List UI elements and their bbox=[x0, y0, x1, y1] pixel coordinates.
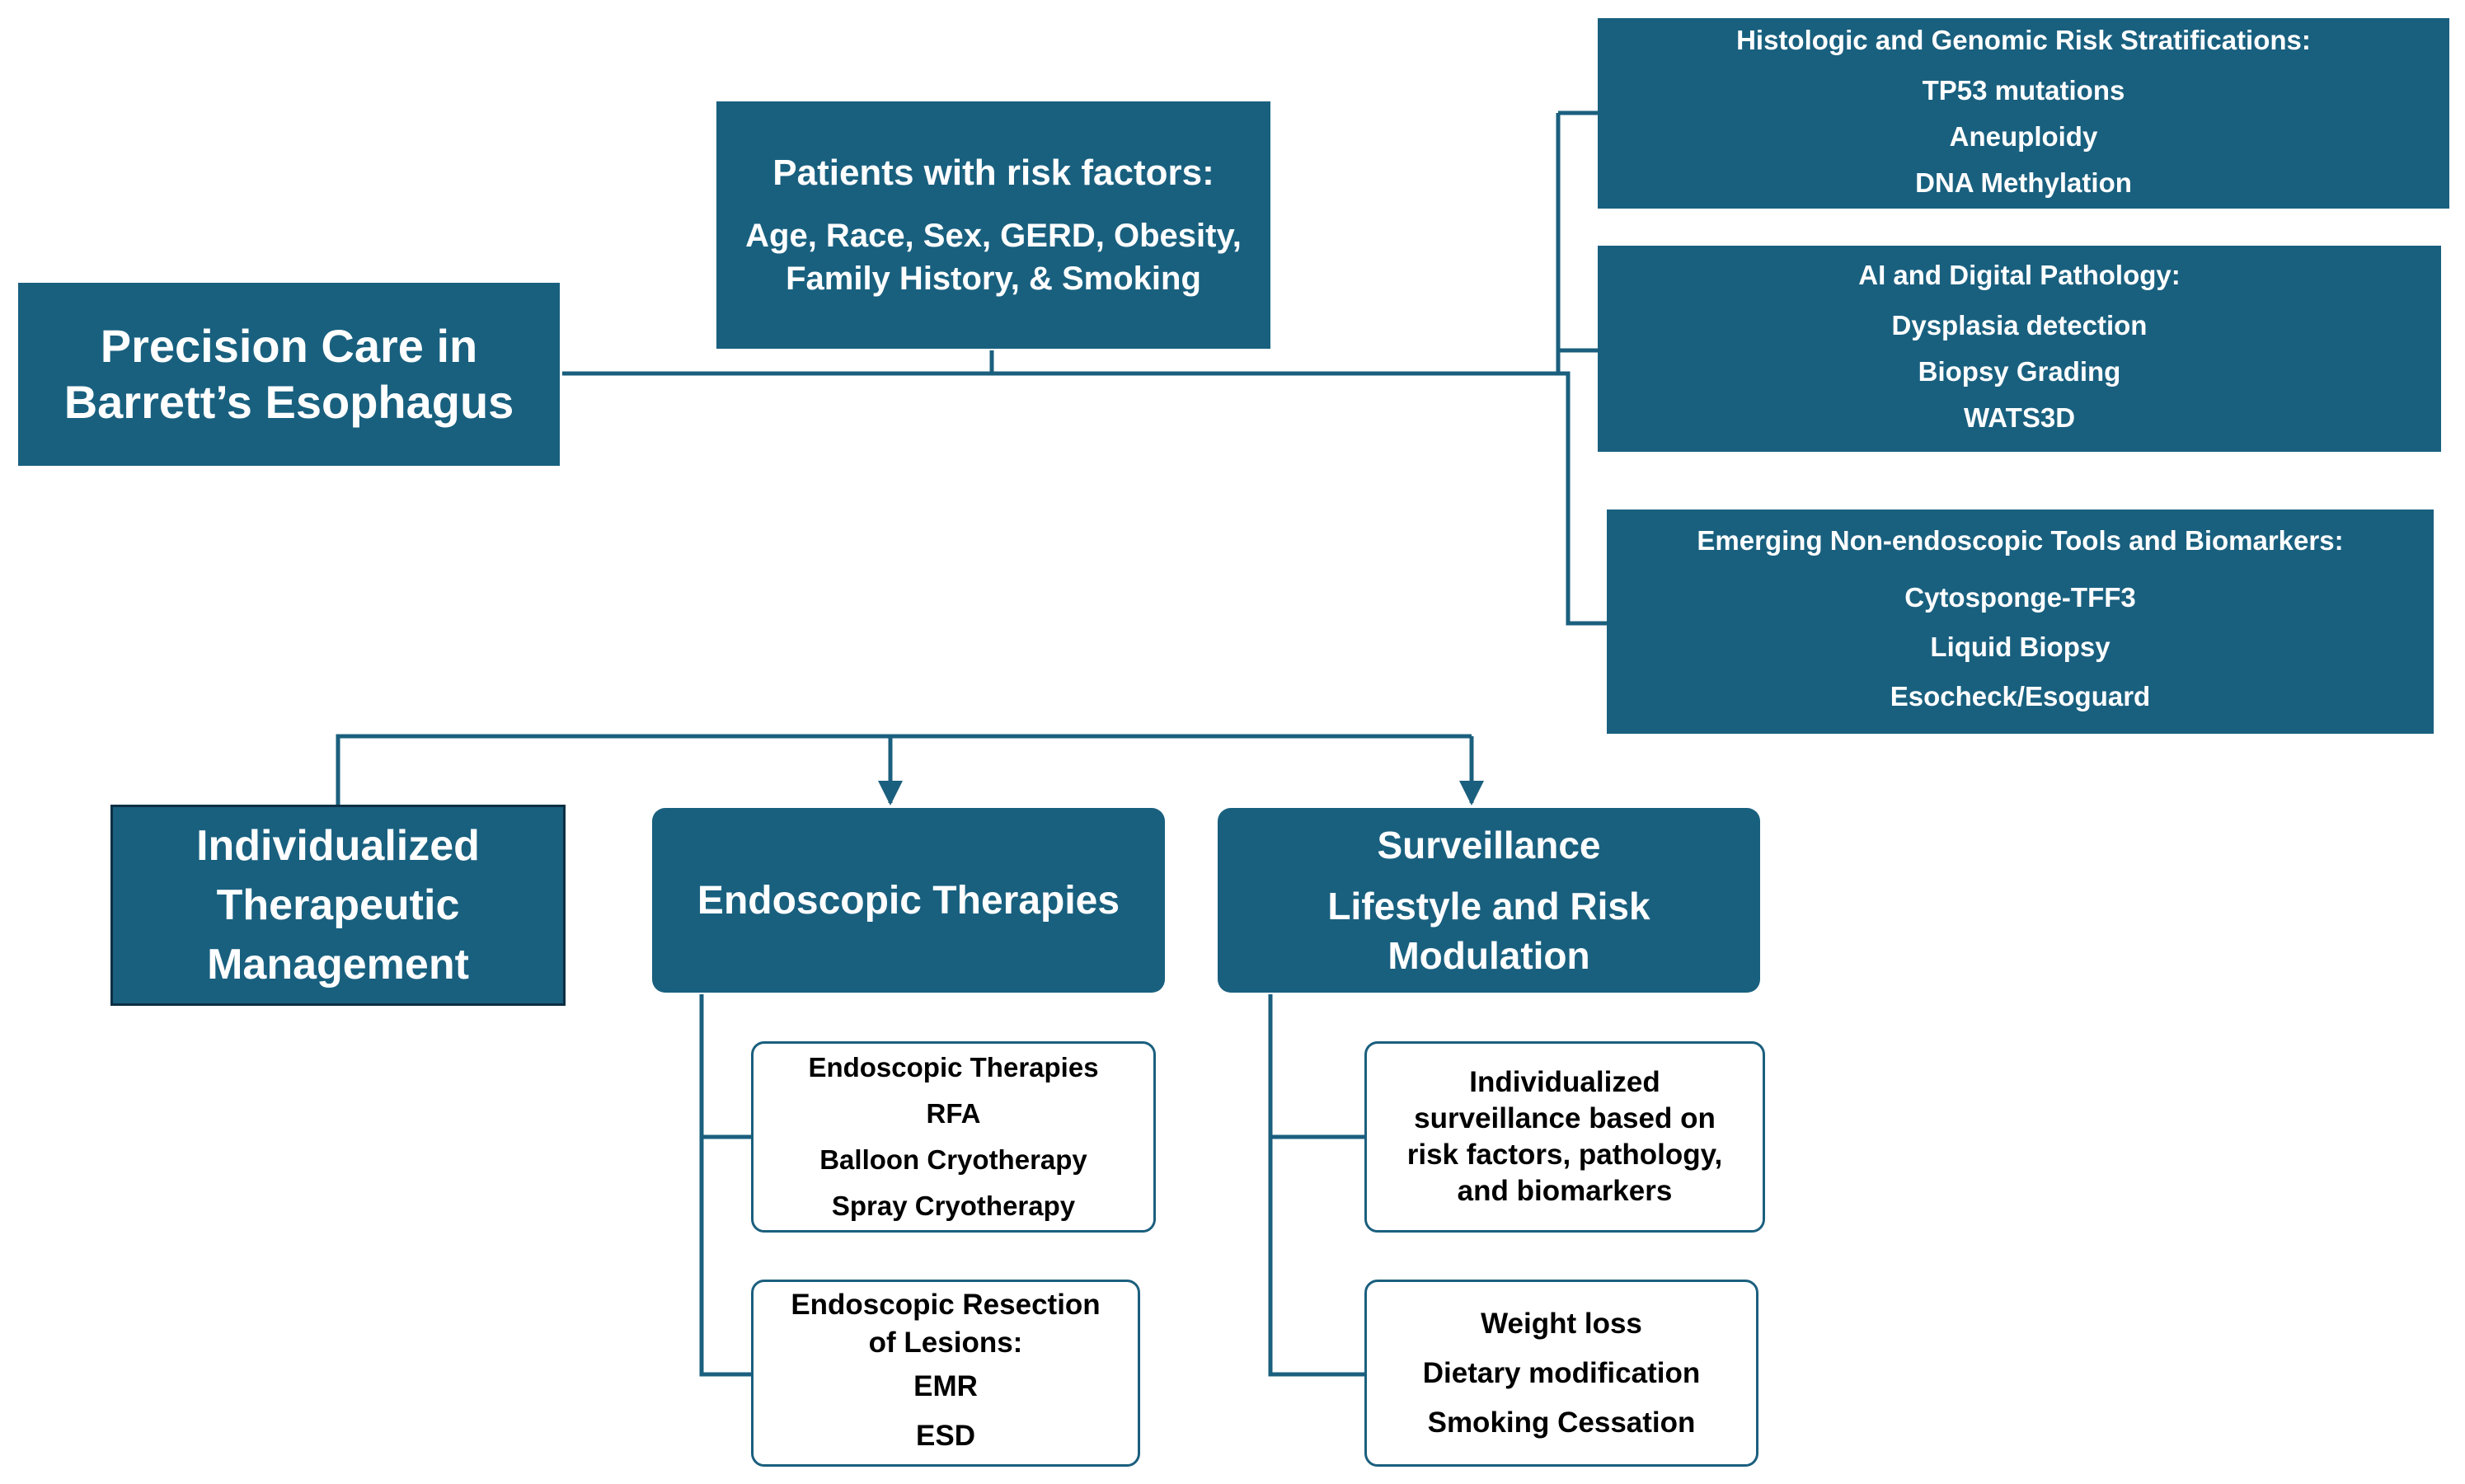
endoscopic-resection-item: EMR bbox=[913, 1369, 978, 1402]
histologic-genomic-item: Aneuploidy bbox=[1949, 120, 2098, 152]
endoscopic-resection-title: of Lesions: bbox=[868, 1326, 1023, 1359]
histologic-genomic-title: Histologic and Genomic Risk Stratificati… bbox=[1736, 24, 2311, 55]
ai-pathology-item: Dysplasia detection bbox=[1891, 310, 2148, 340]
precision-care-box: Precision Care in Barrett’s Esophagus bbox=[18, 283, 560, 466]
individualized-surveillance-line: Individualized bbox=[1469, 1066, 1660, 1098]
risk-factors-line: Age, Race, Sex, GERD, Obesity, bbox=[745, 218, 1242, 254]
risk-factors-box: Patients with risk factors: Age, Race, S… bbox=[716, 101, 1270, 349]
therapy-list-item: RFA bbox=[926, 1098, 981, 1129]
emerging-tools-item: Cytosponge-TFF3 bbox=[1904, 582, 2136, 613]
surveillance-tree-line bbox=[1268, 994, 1364, 1377]
lifestyle-item: Dietary modification bbox=[1422, 1356, 1701, 1389]
therapeutic-management-box: Individualized Therapeutic Management bbox=[110, 805, 566, 1006]
ai-pathology-box: AI and Digital Pathology: Dysplasia dete… bbox=[1598, 246, 2441, 452]
therapy-list-box: Endoscopic Therapies RFA Balloon Cryothe… bbox=[751, 1041, 1156, 1233]
histologic-genomic-item: DNA Methylation bbox=[1915, 167, 2132, 198]
endoscopic-therapies-title: Endoscopic Therapies bbox=[697, 878, 1120, 923]
precision-care-line: Precision Care in bbox=[100, 320, 478, 372]
surveillance-box: Surveillance Lifestyle and Risk Modulati… bbox=[1218, 808, 1760, 993]
endoscopic-resection-box: Endoscopic Resection of Lesions: EMR ESD bbox=[751, 1280, 1140, 1467]
histologic-genomic-item: TP53 mutations bbox=[1922, 74, 2125, 106]
individualized-surveillance-line: and biomarkers bbox=[1457, 1175, 1673, 1207]
therapy-list-item: Balloon Cryotherapy bbox=[819, 1144, 1087, 1175]
therapeutic-management-line: Management bbox=[207, 941, 469, 989]
emerging-tools-item: Liquid Biopsy bbox=[1930, 632, 2111, 662]
endoscopic-tree-line bbox=[699, 994, 751, 1377]
emerging-tools-item: Esocheck/Esoguard bbox=[1890, 681, 2151, 711]
lifestyle-item: Smoking Cessation bbox=[1427, 1406, 1696, 1439]
surveillance-line: Modulation bbox=[1387, 934, 1590, 977]
risk-factors-line: Family History, & Smoking bbox=[786, 261, 1201, 297]
surveillance-line: Lifestyle and Risk bbox=[1327, 885, 1650, 928]
risk-factors-title: Patients with risk factors: bbox=[772, 153, 1214, 193]
lifestyle-item: Weight loss bbox=[1481, 1307, 1642, 1340]
emerging-panel-connector bbox=[1558, 371, 1607, 626]
therapeutic-management-line: Individualized bbox=[196, 822, 480, 870]
ai-pathology-item: WATS3D bbox=[1963, 402, 2076, 433]
emerging-tools-box: Emerging Non-endoscopic Tools and Biomar… bbox=[1607, 510, 2434, 734]
therapy-list-item: Spray Cryotherapy bbox=[831, 1190, 1076, 1221]
individualized-surveillance-line: risk factors, pathology, bbox=[1406, 1139, 1723, 1171]
therapy-list-item: Endoscopic Therapies bbox=[808, 1052, 1099, 1082]
ai-pathology-item: Biopsy Grading bbox=[1918, 356, 2121, 387]
surveillance-title: Surveillance bbox=[1377, 824, 1601, 866]
lifestyle-modification-box: Weight loss Dietary modification Smoking… bbox=[1364, 1280, 1758, 1467]
individualized-surveillance-line: surveillance based on bbox=[1414, 1102, 1716, 1134]
ai-pathology-title: AI and Digital Pathology: bbox=[1858, 260, 2181, 290]
management-bus bbox=[336, 734, 1472, 805]
endoscopic-resection-title: Endoscopic Resection bbox=[791, 1288, 1101, 1321]
endoscopic-resection-item: ESD bbox=[916, 1419, 975, 1452]
endoscopic-therapies-box: Endoscopic Therapies bbox=[652, 808, 1165, 993]
histologic-genomic-box: Histologic and Genomic Risk Stratificati… bbox=[1598, 18, 2449, 209]
precision-care-line: Barrett’s Esophagus bbox=[63, 376, 514, 428]
therapeutic-management-line: Therapeutic bbox=[216, 881, 460, 929]
individualized-surveillance-box: Individualized surveillance based on ris… bbox=[1364, 1041, 1765, 1233]
emerging-tools-title: Emerging Non-endoscopic Tools and Biomar… bbox=[1697, 525, 2344, 556]
